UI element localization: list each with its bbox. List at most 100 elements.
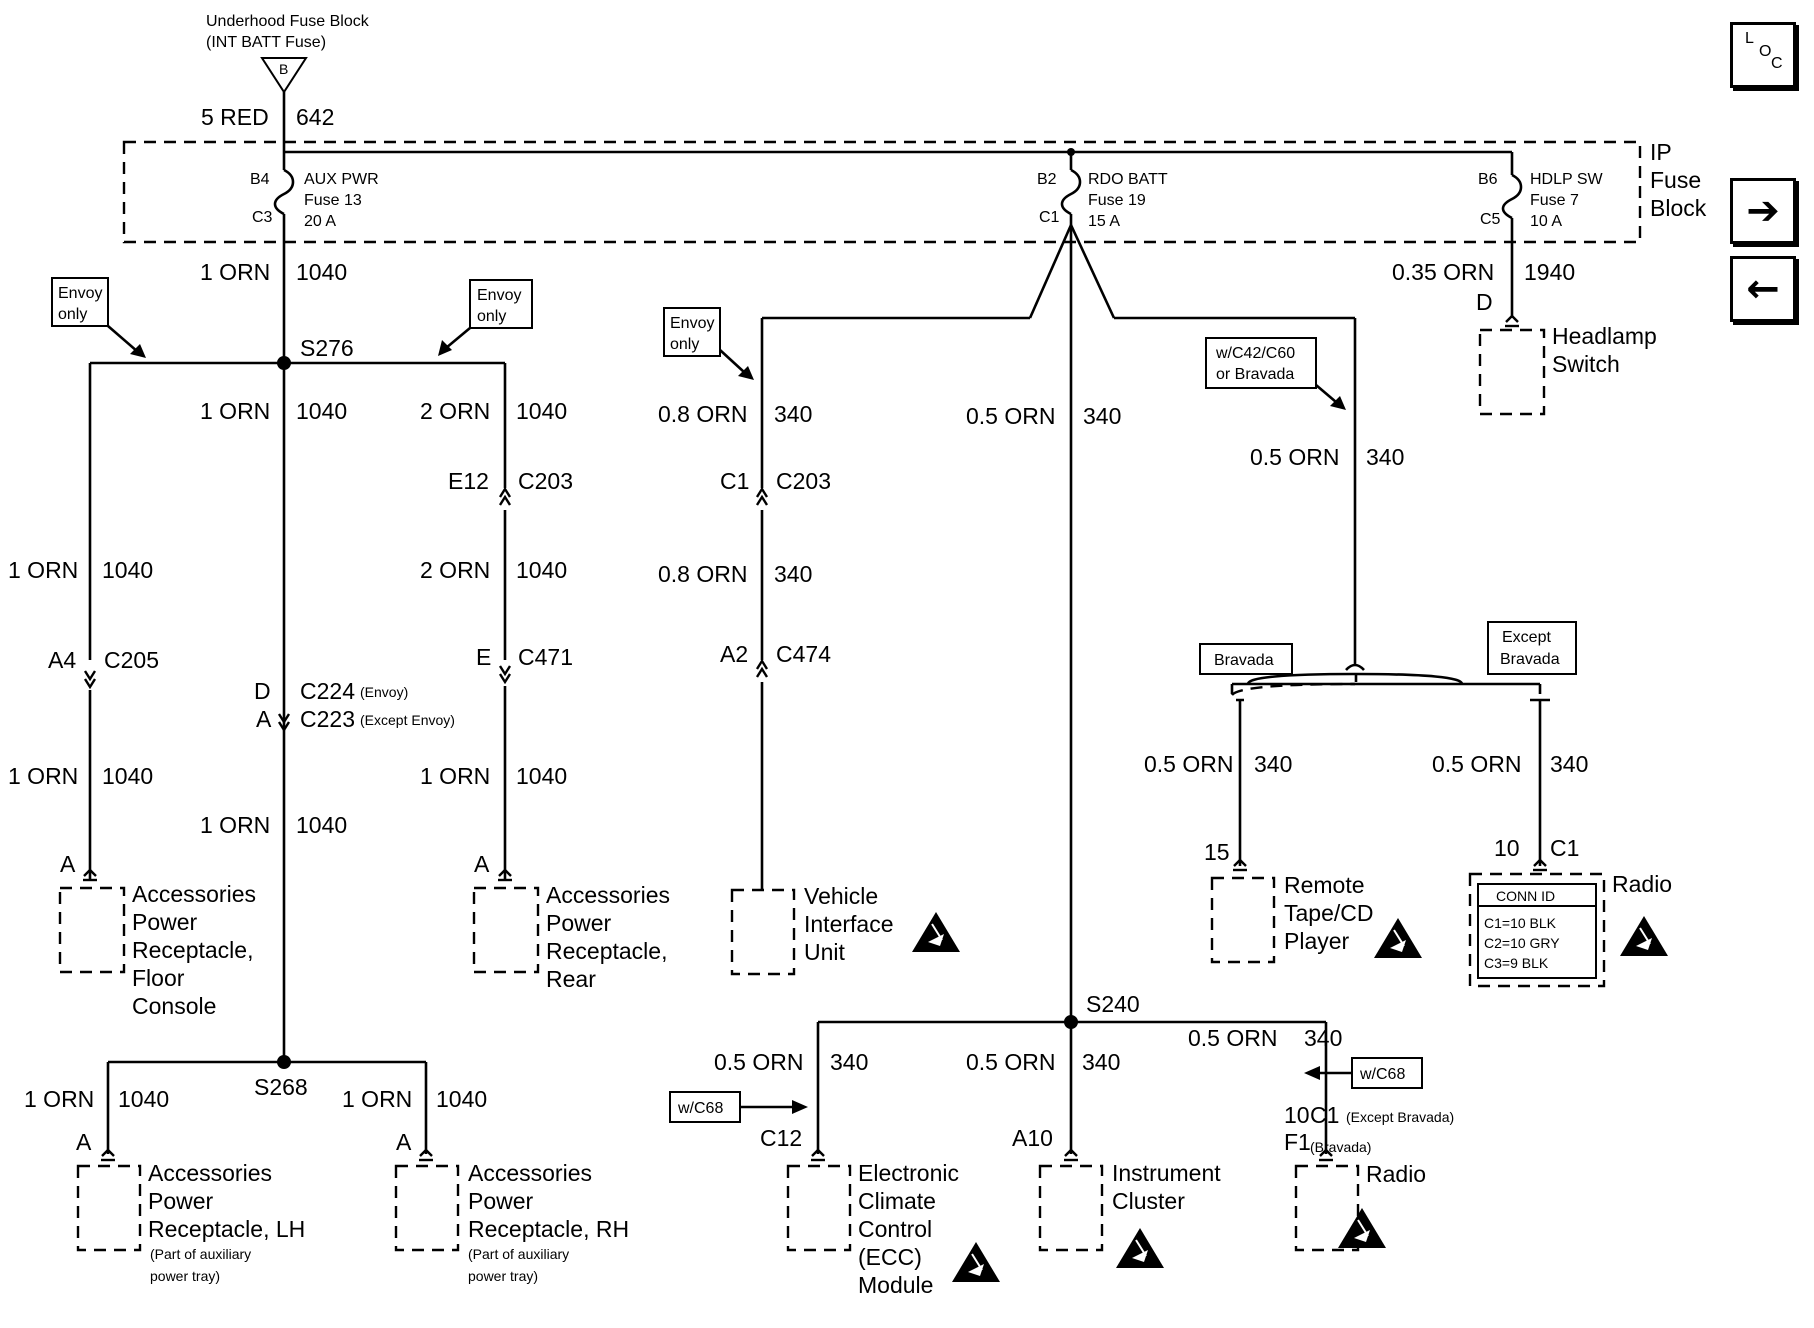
svg-text:1 ORN: 1 ORN (8, 557, 78, 583)
svg-text:C3: C3 (252, 209, 273, 226)
svg-text:C1=10 BLK: C1=10 BLK (1484, 915, 1557, 931)
svg-text:Cluster: Cluster (1112, 1188, 1185, 1214)
svg-text:C224: C224 (300, 678, 355, 704)
svg-text:1040: 1040 (296, 398, 347, 424)
svg-text:A: A (256, 706, 272, 732)
svg-text:Unit: Unit (804, 939, 846, 965)
svg-text:0.5 ORN: 0.5 ORN (1250, 444, 1339, 470)
svg-text:C205: C205 (104, 647, 159, 673)
svg-text:Player: Player (1284, 928, 1350, 954)
svg-text:20 A: 20 A (304, 213, 336, 230)
svg-text:0.5 ORN: 0.5 ORN (1432, 751, 1521, 777)
svg-text:Control: Control (858, 1216, 932, 1242)
previous-page-button[interactable]: ← (1730, 256, 1796, 322)
note-wc68-left: w/C68 (669, 1091, 808, 1123)
fuse-rdo-batt: B2 C1 RDO BATT Fuse 19 15 A (1037, 152, 1168, 230)
wire-642-size: 5 RED (201, 104, 269, 130)
svg-text:Receptacle, LH: Receptacle, LH (148, 1216, 305, 1242)
svg-text:Vehicle: Vehicle (804, 883, 878, 909)
svg-text:C203: C203 (518, 468, 573, 494)
svg-text:A4: A4 (48, 647, 76, 673)
svg-text:E12: E12 (448, 468, 489, 494)
svg-text:C12: C12 (760, 1125, 802, 1151)
svg-text:10 A: 10 A (1530, 213, 1562, 230)
svg-text:340: 340 (774, 401, 812, 427)
svg-text:1040: 1040 (436, 1086, 487, 1112)
svg-text:1040: 1040 (118, 1086, 169, 1112)
locator-button[interactable]: L O C (1730, 22, 1796, 88)
svg-text:Envoy: Envoy (58, 285, 102, 302)
svg-text:0.8 ORN: 0.8 ORN (658, 561, 747, 587)
ip-label-3: Block (1650, 195, 1707, 221)
svg-text:Accessories: Accessories (468, 1160, 592, 1186)
svg-text:AUX PWR: AUX PWR (304, 171, 379, 188)
svg-text:C203: C203 (776, 468, 831, 494)
svg-text:1 ORN: 1 ORN (420, 763, 490, 789)
svg-text:Receptacle,: Receptacle, (132, 937, 253, 963)
svg-text:340: 340 (774, 561, 812, 587)
component-radio-upper: CONN ID C1=10 BLK C2=10 GRY C3=9 BLK Rad… (1468, 871, 1672, 988)
next-page-button[interactable]: ➔ (1730, 178, 1796, 244)
svg-text:Envoy: Envoy (670, 315, 714, 332)
svg-text:1 ORN: 1 ORN (8, 763, 78, 789)
svg-text:340: 340 (830, 1049, 868, 1075)
svg-text:340: 340 (1083, 403, 1121, 429)
svg-text:A: A (396, 1129, 412, 1155)
fuse-hdlp-sw: B6 C5 HDLP SW Fuse 7 10 A (1478, 171, 1604, 232)
arrow-left-icon: ← (1746, 266, 1780, 312)
svg-text:w/C42/C60: w/C42/C60 (1215, 345, 1295, 362)
circuit-1940: 0.35 ORN 1940 D Headlamp Switch (1392, 232, 1657, 416)
svg-text:1 ORN: 1 ORN (342, 1086, 412, 1112)
svg-text:(Bravada): (Bravada) (1310, 1139, 1371, 1155)
svg-text:340: 340 (1366, 444, 1404, 470)
svg-text:340: 340 (1304, 1025, 1342, 1051)
source-pin: B (279, 61, 288, 77)
svg-text:C471: C471 (518, 644, 573, 670)
ip-fuse-block: IP Fuse Block B4 C3 AUX PWR Fuse 13 20 A… (122, 139, 1707, 244)
esd-icon (1619, 915, 1669, 957)
ip-label-1: IP (1650, 139, 1672, 165)
svg-text:1 ORN: 1 ORN (24, 1086, 94, 1112)
svg-text:(Except Envoy): (Except Envoy) (360, 712, 455, 728)
svg-text:B6: B6 (1478, 171, 1498, 188)
svg-text:Bravada: Bravada (1214, 652, 1274, 669)
svg-text:Console: Console (132, 993, 216, 1019)
svg-text:Power: Power (148, 1188, 214, 1214)
svg-text:340: 340 (1550, 751, 1588, 777)
svg-text:1040: 1040 (516, 398, 567, 424)
component-radio-lower: Radio (1294, 1161, 1426, 1252)
source-title: Underhood Fuse Block (206, 13, 370, 30)
svg-text:2 ORN: 2 ORN (420, 557, 490, 583)
svg-text:only: only (670, 336, 699, 353)
svg-text:A: A (60, 851, 76, 877)
note-except-bravada: Except Bravada (1487, 621, 1577, 675)
svg-text:B2: B2 (1037, 171, 1057, 188)
svg-text:C2=10 GRY: C2=10 GRY (1484, 935, 1560, 951)
svg-text:(Part of auxiliary: (Part of auxiliary (468, 1246, 569, 1262)
loc-c: C (1771, 55, 1783, 72)
loc-l: L (1745, 30, 1754, 47)
svg-text:Instrument: Instrument (1112, 1160, 1221, 1186)
svg-text:Climate: Climate (858, 1188, 936, 1214)
svg-text:Accessories: Accessories (546, 882, 670, 908)
circuit-1040: 1 ORN 1040 S276 Envoy only Envoy only 1 … (8, 235, 670, 1284)
component-receptacle-rh: Accessories Power Receptacle, RH (Part o… (394, 1160, 629, 1284)
svg-text:Remote: Remote (1284, 872, 1365, 898)
svg-text:w/C68: w/C68 (1359, 1066, 1405, 1083)
svg-text:Headlamp: Headlamp (1552, 323, 1657, 349)
svg-text:C1: C1 (720, 468, 749, 494)
note-envoy-mid: Envoy only (438, 279, 533, 356)
source-triangle (260, 57, 308, 94)
svg-text:(ECC): (ECC) (858, 1244, 922, 1270)
underhood-fuse-block: Underhood Fuse Block (INT BATT Fuse) B 5… (201, 13, 370, 152)
svg-text:B4: B4 (250, 171, 270, 188)
svg-text:0.35 ORN: 0.35 ORN (1392, 259, 1494, 285)
svg-text:Accessories: Accessories (148, 1160, 272, 1186)
svg-text:Fuse 7: Fuse 7 (1530, 192, 1579, 209)
svg-text:HDLP SW: HDLP SW (1530, 171, 1604, 188)
svg-text:Radio: Radio (1612, 871, 1672, 897)
svg-text:Tape/CD: Tape/CD (1284, 900, 1373, 926)
svg-text:w/C68: w/C68 (677, 1100, 723, 1117)
svg-text:15 A: 15 A (1088, 213, 1120, 230)
svg-text:Power: Power (546, 910, 612, 936)
